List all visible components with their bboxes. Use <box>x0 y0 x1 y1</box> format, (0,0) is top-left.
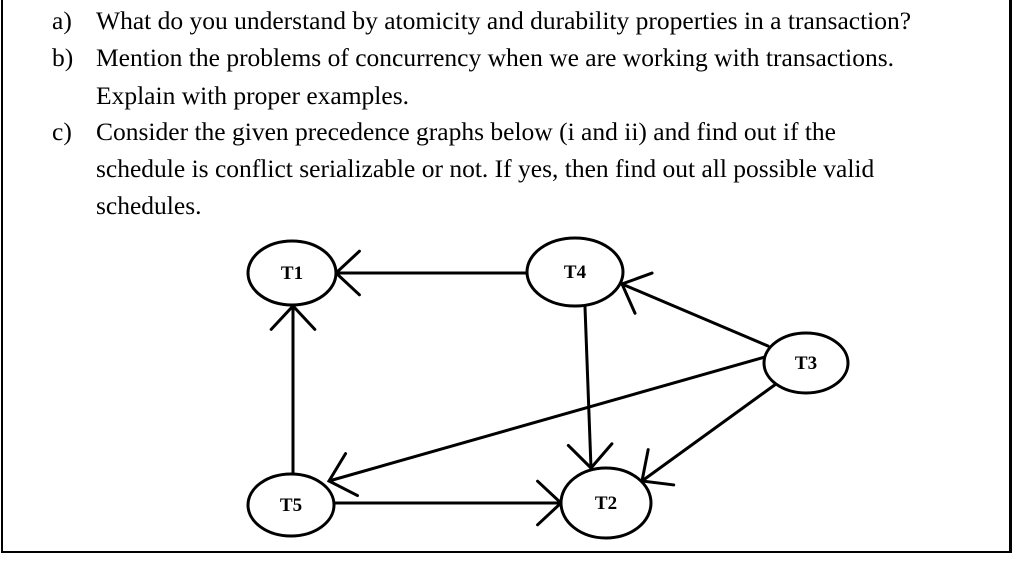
edge-t5-to-t1 <box>269 303 317 475</box>
question-c-label: c) <box>52 117 72 146</box>
edge-t4-to-t1 <box>333 249 530 297</box>
arrowhead <box>640 448 676 487</box>
edge-t3-to-t4 <box>619 271 770 348</box>
node-t2: T2 <box>559 466 653 540</box>
node-t5: T5 <box>246 472 336 538</box>
node-label: T3 <box>795 353 817 374</box>
edge-t3-to-t2 <box>640 382 778 487</box>
question-c-text-line-1: Consider the given precedence graphs bel… <box>96 117 836 146</box>
question-a-label: a) <box>52 6 72 35</box>
node-t3: T3 <box>762 331 850 395</box>
question-b-text-line-2: Explain with proper examples. <box>96 81 409 110</box>
question-c-text-line-3: schedules. <box>96 191 202 220</box>
node-label: T5 <box>280 495 302 516</box>
node-t1: T1 <box>246 239 338 307</box>
edge-t3-to-t5 <box>326 355 767 498</box>
arrowhead <box>566 442 614 471</box>
edge-t4-to-t2 <box>566 305 614 471</box>
edge-t5-to-t2 <box>332 479 564 527</box>
question-box <box>1 0 1012 553</box>
question-b-label: b) <box>52 43 74 72</box>
question-a-text: What do you understand by atomicity and … <box>96 6 912 35</box>
question-c-text-line-2: schedule is conflict serializable or not… <box>96 154 875 183</box>
node-label: T4 <box>564 262 587 283</box>
arrowhead <box>619 271 654 315</box>
arrowhead <box>326 452 359 498</box>
node-label: T2 <box>595 493 617 514</box>
question-b-text-line-1: Mention the problems of concurrency when… <box>96 43 895 72</box>
node-label: T1 <box>281 263 303 284</box>
node-t4: T4 <box>525 236 625 308</box>
